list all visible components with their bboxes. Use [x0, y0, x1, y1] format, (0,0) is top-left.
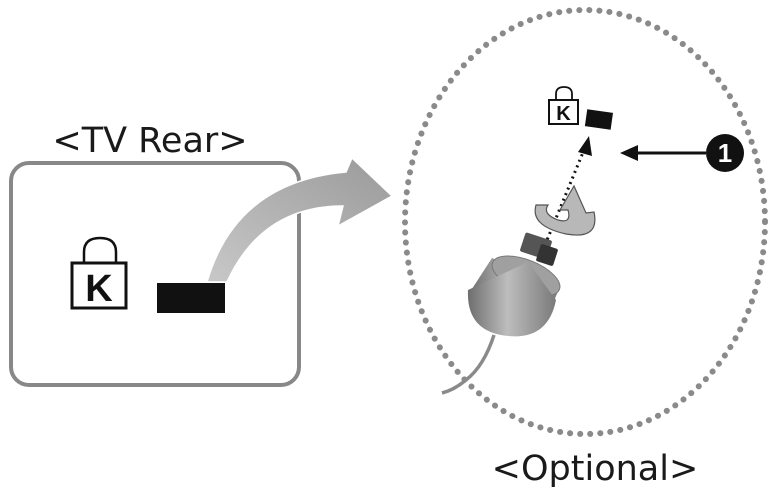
callout-arrowhead — [620, 145, 638, 161]
lock-cable — [441, 334, 496, 395]
tv-rear-panel — [9, 161, 301, 387]
rotate-arrow-icon — [534, 184, 596, 236]
padlock-k-icon: K — [70, 236, 128, 310]
optional-caption: <Optional> — [492, 449, 699, 489]
callout-number: 1 — [718, 138, 732, 168]
kensington-lock-body — [467, 232, 561, 337]
lock-slot — [157, 283, 225, 313]
tv-rear-caption: <TV Rear> — [52, 121, 247, 161]
lock-symbol-letter: K — [85, 268, 113, 310]
insertion-arrowhead — [578, 136, 592, 156]
callout-badge — [706, 134, 744, 172]
insertion-path — [543, 149, 586, 246]
zoom-arrow-icon — [206, 156, 394, 283]
lock-slot-small — [584, 109, 613, 130]
zoom-circle — [402, 7, 768, 437]
padlock-k-icon-small: K — [548, 86, 579, 125]
lock-symbol-letter-small: K — [556, 103, 571, 125]
